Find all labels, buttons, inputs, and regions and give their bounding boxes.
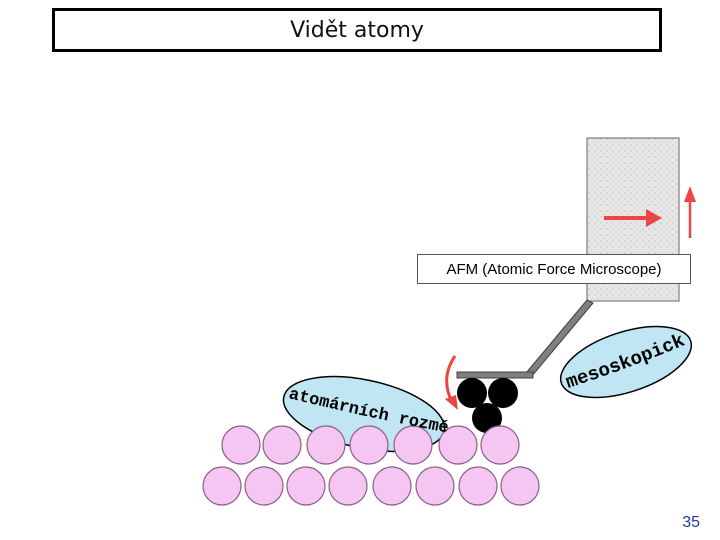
sample-atom: [349, 425, 389, 465]
sample-atom: [458, 466, 498, 506]
sample-atom: [244, 466, 284, 506]
tip-atom: [472, 403, 502, 433]
cantilever-tip-bar: [456, 371, 534, 379]
sample-atom: [393, 425, 433, 465]
sample-atom: [262, 425, 302, 465]
sample-surface: [202, 425, 540, 506]
title-box: Vidět atomy: [52, 8, 662, 52]
sample-atom: [221, 425, 261, 465]
vertical-arrow-icon: [684, 186, 696, 238]
sample-atom: [306, 425, 346, 465]
horizontal-arrow-icon: [604, 209, 662, 227]
mesoscopic-label: mesoskopické: [0, 0, 688, 394]
sample-atom: [438, 425, 478, 465]
tip-atom: [488, 378, 518, 408]
tip-atom: [457, 378, 487, 408]
oscillation-arrowhead-icon: [445, 395, 458, 410]
sample-atom: [202, 466, 242, 506]
page-title: Vidět atomy: [290, 17, 424, 43]
sample-atom: [480, 425, 520, 465]
sample-atom: [372, 466, 412, 506]
sample-atom: [328, 466, 368, 506]
sample-atom: [415, 466, 455, 506]
page-number: 35: [682, 514, 700, 531]
mesoscopic-ellipse: [559, 325, 693, 399]
afm-label: AFM (Atomic Force Microscope): [417, 254, 691, 284]
oscillation-arc-icon: [445, 355, 457, 403]
atomic-scale-label: atomárních rozměrů: [0, 0, 450, 438]
sample-atom: [500, 466, 540, 506]
sample-atom: [286, 466, 326, 506]
